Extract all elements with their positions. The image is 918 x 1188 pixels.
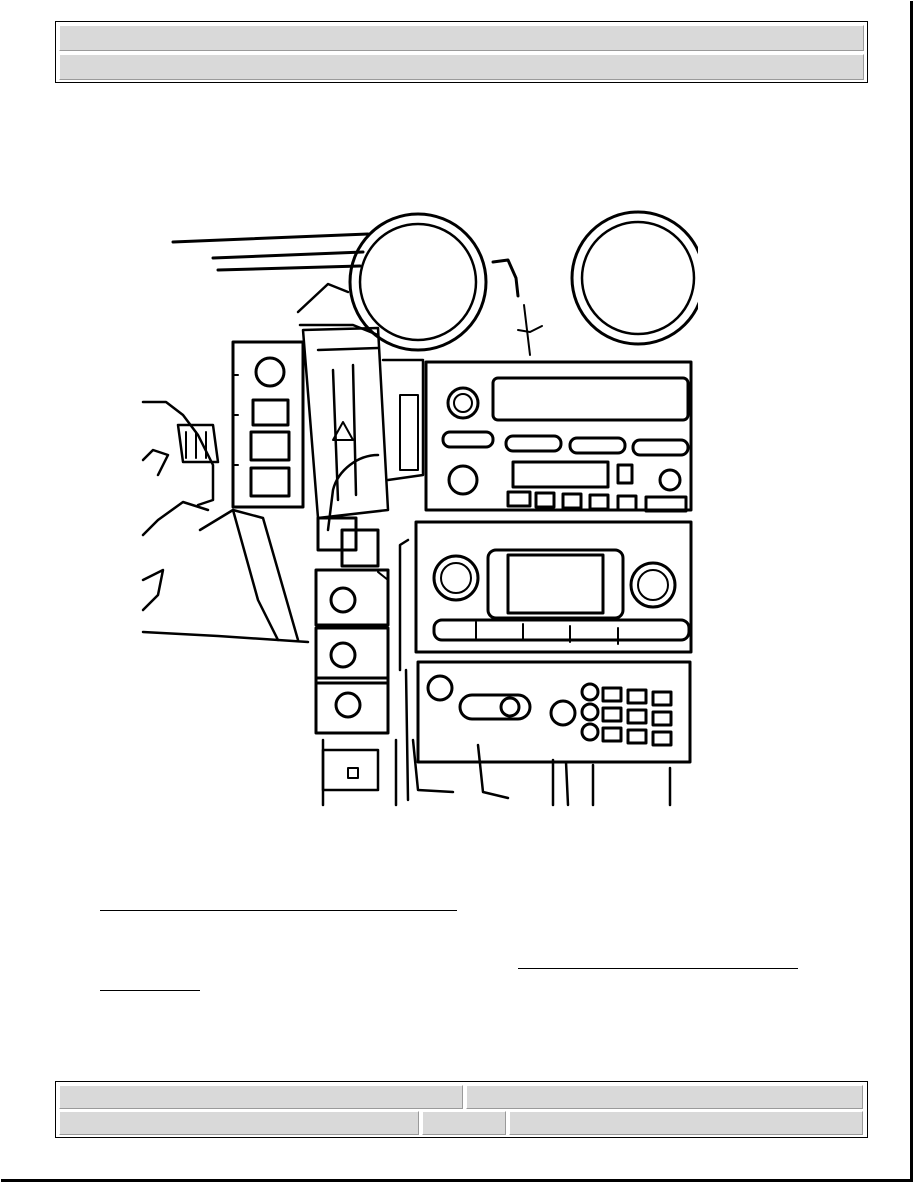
climate-control-unit [414,520,693,654]
lower-control-panel [416,660,692,764]
gauge-left [348,212,488,352]
link-underline-3[interactable] [100,990,200,991]
switch-stack-3 [314,676,390,735]
document-header [55,21,868,83]
gauge-right [570,210,698,346]
footer-cell-d [422,1111,506,1135]
left-switch-panel [231,340,305,509]
footer-cell-b [466,1085,863,1109]
footer-cell-e [509,1111,863,1135]
link-underline-1[interactable] [100,910,457,911]
footer-cell-a [59,1085,463,1109]
footer-cell-c [59,1111,419,1135]
radio-unit [424,360,693,512]
header-subtitle-bar [59,54,864,80]
dashboard-illustration [141,210,698,807]
document-footer [55,1081,868,1138]
switch-stack-1 [314,568,390,627]
header-title-bar [59,25,864,51]
switch-stack-2 [314,626,390,685]
link-underline-2[interactable] [518,968,798,969]
